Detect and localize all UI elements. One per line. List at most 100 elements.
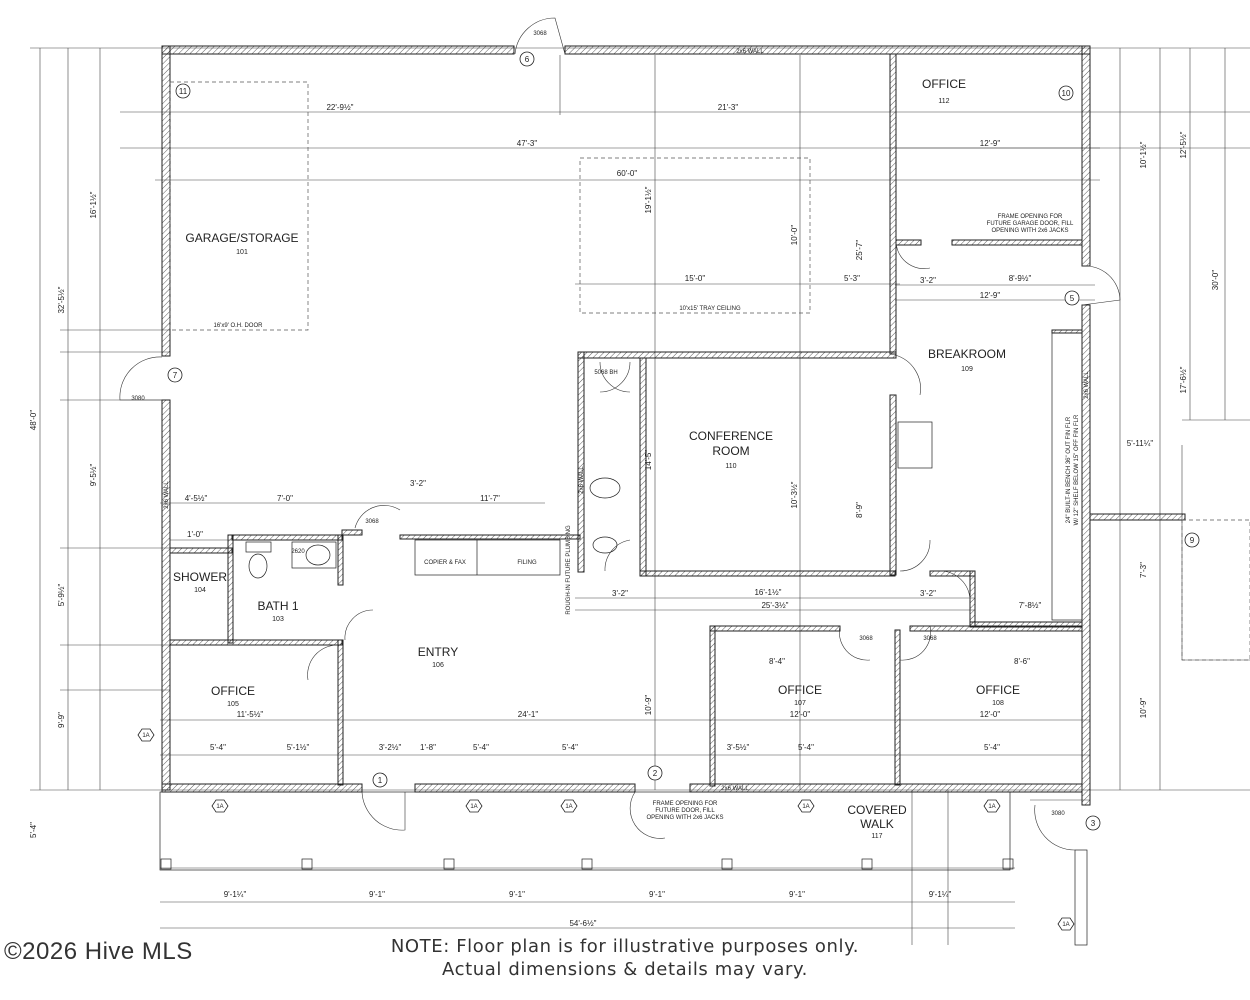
dim-3-2b: 3'-2" [410, 479, 426, 488]
dim-5-4d: 5'-4" [798, 743, 814, 752]
wall-note-left: 2x6 WALL [164, 481, 170, 509]
door-3068-label-2: 3068 [365, 519, 379, 525]
room-name-conference: CONFERENCE [689, 429, 773, 443]
bench [1051, 329, 1083, 621]
door-3068-label-4: 3068 [923, 636, 937, 642]
dim-10-1: 10'-1½" [1139, 141, 1148, 168]
dim-22-9: 22'-9½" [326, 103, 353, 112]
door-tag-1: 1 [378, 776, 383, 785]
wall-note-right: 2x6 WALL [1084, 371, 1090, 399]
dim-8-9v: 8'-9" [855, 502, 864, 518]
dim-5-4a: 5'-4" [210, 743, 226, 752]
door-tag-7: 7 [173, 371, 178, 380]
dim-12-0a: 12'-0" [790, 710, 811, 719]
dim-5-4c: 5'-4" [562, 743, 578, 752]
dim-7-8: 7'-8½" [1019, 601, 1042, 610]
dim-8-6: 8'-6" [1014, 657, 1030, 666]
window-tag: 1A [142, 733, 149, 739]
window-tag: 1A [802, 804, 809, 810]
wall-note-bottom: 2x6 WALL [721, 786, 749, 792]
bath-sink-basin [305, 544, 331, 566]
dim-3-2d: 3'-2" [920, 589, 936, 598]
room-num-garage: 101 [236, 249, 248, 256]
dim-5-11: 5'-11¼" [1127, 439, 1154, 448]
tray-ceiling-note: 10'x15' TRAY CEILING [679, 306, 741, 312]
dim-25-3: 25'-3½" [761, 601, 788, 610]
posts [160, 858, 1014, 870]
window-tag: 1A [216, 804, 223, 810]
dim-47-3: 47'-3" [517, 139, 538, 148]
dimension-labels: 47'-3" 22'-9½" 21'-3" 12'-9" 12'-9" 60'-… [185, 103, 1154, 928]
dim-21-3: 21'-3" [718, 103, 739, 112]
dim-16-1: 16'-1½" [754, 588, 781, 597]
room-name-entry: ENTRY [418, 645, 458, 659]
window-tag: 1A [470, 804, 477, 810]
dim-19-1: 19'-1½" [644, 186, 653, 213]
dim-12-9b: 12'-9" [980, 291, 1001, 300]
rough-in-fixture [589, 477, 621, 499]
door-tag-9: 9 [1190, 536, 1195, 545]
filing-label: FILING [517, 560, 537, 566]
dim-5-4b: 5'-4" [473, 743, 489, 752]
dim-10-9b: 10'-9" [1139, 698, 1148, 719]
room-num-office-108: 108 [992, 700, 1004, 707]
annex-outline [1181, 519, 1250, 661]
dim-60-0: 60'-0" [617, 169, 638, 178]
dim-5-1: 5'-1½" [287, 743, 310, 752]
door-tag-6: 6 [525, 55, 530, 64]
door-tag-10: 10 [1062, 89, 1071, 98]
dim-9-1a: 9'-1¼" [224, 890, 247, 899]
room-labels: GARAGE/STORAGE 101 OFFICE 112 BREAKROOM … [173, 77, 1020, 840]
toilet-bowl [248, 553, 268, 579]
breakroom-sink [897, 421, 933, 469]
room-num-shower: 104 [194, 587, 206, 594]
room-name-covered-walk: COVERED [847, 803, 907, 817]
room-name-office-112: OFFICE [922, 77, 966, 91]
dim-7-0: 7'-0" [277, 494, 293, 503]
annotations: 2x6 WALL 2x6 WALL 2x6 WALL 2x6 WALL 2x6 … [131, 31, 1090, 821]
dim-4-5: 4'-5½" [185, 494, 208, 503]
dim-5-4e: 5'-4" [984, 743, 1000, 752]
frame-note-top-1: FRAME OPENING FOR [998, 214, 1063, 220]
dim-5-9: 5'-9½" [57, 584, 66, 607]
copier-counter [414, 539, 561, 576]
dim-12-9: 12'-9" [980, 139, 1001, 148]
dim-14-5: 14'-5" [644, 450, 653, 471]
tray-ceiling-outline [579, 157, 811, 314]
room-num-office-105: 105 [227, 701, 239, 708]
room-name-bath: BATH 1 [257, 599, 298, 613]
room-num-covered-walk: 117 [871, 833, 882, 840]
room-name-conference-2: ROOM [712, 444, 749, 458]
bath-sink [291, 541, 337, 569]
door-tag-2: 2 [653, 769, 658, 778]
door-tag-5: 5 [1070, 294, 1075, 303]
dim-9-1d: 9'-1" [649, 890, 665, 899]
dim-16-1v: 16'-1½" [89, 191, 98, 218]
room-name-office-107: OFFICE [778, 683, 822, 697]
door-3068-label-3: 3068 [859, 636, 873, 642]
frame-note-top-3: OPENING WITH 2x6 JACKS [991, 228, 1068, 234]
room-name-garage: GARAGE/STORAGE [185, 231, 298, 245]
dim-5-4v: 5'-4" [29, 822, 38, 838]
wall-note-mid: 2x6 WALL [579, 466, 585, 494]
dim-9-1b: 9'-1" [369, 890, 385, 899]
wall-note-top: 2x6 WALL [736, 49, 764, 55]
dim-30-0: 30'-0" [1211, 270, 1220, 291]
bench-label-2: W/ 12" SHELF BELOW 15" OFF FIN FLR [1074, 414, 1080, 525]
room-num-conference: 110 [725, 463, 736, 470]
dim-17-6: 17'-6½" [1179, 366, 1188, 393]
dim-1-0: 1'-0" [187, 530, 203, 539]
dim-1-8: 1'-8" [420, 743, 436, 752]
door-3080-label-2: 3080 [1051, 811, 1065, 817]
dim-3-2a: 3'-2" [920, 276, 936, 285]
dim-10-9: 10'-9" [644, 695, 653, 716]
dim-32-5: 32'-5½" [57, 286, 66, 313]
toilet-tank [245, 541, 272, 553]
fixtures [245, 329, 1083, 621]
copier-label: COPIER & FAX [424, 560, 466, 566]
room-name-office-108: OFFICE [976, 683, 1020, 697]
disclaimer-line-1: NOTE: Floor plan is for illustrative pur… [390, 936, 860, 957]
dim-5-3: 5'-3" [844, 274, 860, 283]
room-num-office-112: 112 [938, 98, 949, 105]
